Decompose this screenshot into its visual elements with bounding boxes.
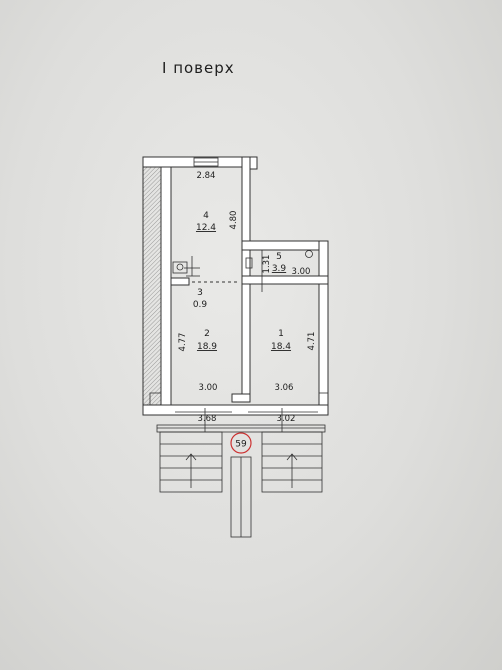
room2-area: 18.9 (197, 342, 217, 352)
outer-wall-right (318, 240, 329, 407)
dim-room2-length: 4.77 (178, 333, 188, 352)
room1-area: 18.4 (271, 342, 291, 352)
dim-outer-left: 3.68 (198, 414, 217, 424)
dim-room4-width: 2.84 (197, 171, 216, 181)
dim-room1-length: 4.71 (307, 332, 317, 351)
floor-title: I поверх (162, 59, 235, 77)
room4-number: 4 (203, 211, 209, 221)
outer-wall-bottom (142, 404, 329, 416)
dim-outer-right: 3.02 (277, 414, 296, 424)
toilet-icon-room5 (305, 250, 313, 258)
wall-room2-room1 (241, 283, 251, 395)
building-number-badge (230, 432, 252, 454)
room3-area: 0.9 (193, 300, 208, 310)
dim-room4-length: 4.80 (229, 211, 239, 230)
building-number: 59 (235, 440, 247, 450)
toilet-icon (172, 261, 188, 274)
stairs-right (261, 431, 323, 493)
wall-room5-bottom (241, 275, 329, 285)
dim-room5-width: 3.00 (292, 267, 311, 277)
room2-number: 2 (204, 329, 210, 339)
room3-number: 3 (197, 288, 203, 298)
room5-area: 3.9 (272, 264, 287, 274)
dim-room2-width: 3.00 (199, 383, 218, 393)
wall-inner-left (160, 166, 172, 408)
dim-room1-width: 3.06 (275, 383, 294, 393)
room4-area: 12.4 (196, 223, 216, 233)
sink-icon (245, 257, 253, 269)
room1-number: 1 (278, 329, 284, 339)
room5-number: 5 (276, 252, 282, 262)
outer-wall-left (142, 156, 162, 408)
stairs-left (159, 431, 223, 493)
wall-room5-top (241, 240, 329, 251)
dim-room5-length: 1.31 (262, 255, 272, 274)
porch-slab (156, 424, 326, 433)
